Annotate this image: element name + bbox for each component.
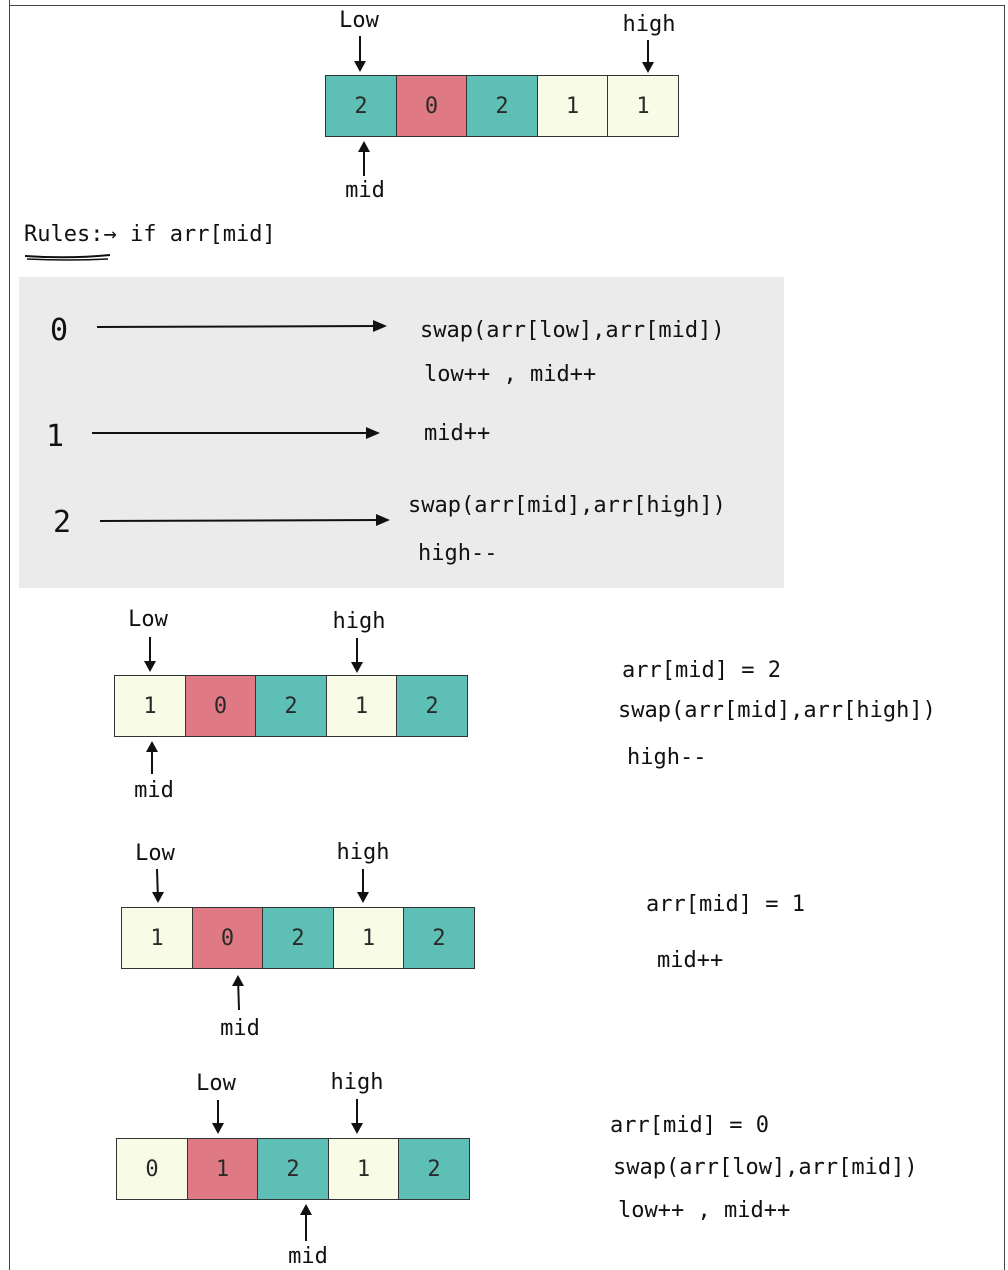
array-cell: 2 xyxy=(325,75,397,137)
rules-condition: if arr[mid] xyxy=(129,222,276,247)
array-cell: 1 xyxy=(327,1138,400,1200)
cell-value: 2 xyxy=(432,925,446,951)
rule-action-line: high-- xyxy=(418,541,498,566)
array-cell: 1 xyxy=(325,675,398,737)
array-cell: 2 xyxy=(466,75,538,137)
step-note-line: high-- xyxy=(627,745,707,770)
array-cell: 1 xyxy=(536,75,609,137)
high-arrow-icon xyxy=(351,1099,363,1134)
rule-action-line: low++ , mid++ xyxy=(424,362,597,387)
array-cell: 2 xyxy=(403,907,475,969)
low-arrow-icon xyxy=(152,868,164,903)
low-arrow-icon xyxy=(144,637,156,672)
rules-title: Rules: xyxy=(24,222,104,247)
cell-value: 0 xyxy=(145,1156,159,1182)
low-pointer-label: Low xyxy=(196,1071,236,1096)
rules-box: 0 swap(arr[low],arr[mid]) low++ , mid++ … xyxy=(19,277,784,588)
cell-value: 1 xyxy=(150,925,164,951)
array-cell: 0 xyxy=(395,75,468,137)
step-note-line: arr[mid] = 0 xyxy=(610,1113,769,1138)
cell-value: 2 xyxy=(495,93,509,119)
frame-right-border xyxy=(1004,5,1005,1270)
step-note-line: mid++ xyxy=(657,948,724,973)
rules-underline xyxy=(24,254,111,261)
cell-value: 2 xyxy=(427,1156,441,1182)
low-arrow-icon xyxy=(212,1100,224,1134)
high-pointer-label: high xyxy=(622,12,676,37)
step-2-array: 1 0 2 1 2 xyxy=(121,907,475,969)
mid-arrow-icon xyxy=(232,975,244,1011)
array-cell: 1 xyxy=(121,907,193,969)
array-cell: 2 xyxy=(255,675,327,737)
initial-array: 2 0 2 1 1 xyxy=(325,75,679,137)
array-cell: 0 xyxy=(191,907,264,969)
cell-value: 1 xyxy=(636,93,650,119)
array-cell: 2 xyxy=(262,907,334,969)
mid-arrow-icon xyxy=(300,1204,312,1241)
rule-arrow-icon xyxy=(96,320,387,332)
cell-value: 2 xyxy=(286,1156,300,1182)
rule-action-line: swap(arr[mid],arr[high]) xyxy=(408,493,726,518)
array-cell: 1 xyxy=(186,1138,259,1200)
step-note-line: arr[mid] = 2 xyxy=(622,658,781,683)
low-pointer-label: Low xyxy=(135,841,175,866)
cell-value: 1 xyxy=(361,925,376,951)
mid-arrow-icon xyxy=(146,741,158,774)
mid-pointer-label: mid xyxy=(288,1244,328,1269)
frame-top-border xyxy=(9,5,1005,6)
rule-key-2: 2 xyxy=(53,505,72,540)
step-3-array: 0 1 2 1 2 xyxy=(116,1138,470,1200)
rule-key-0: 0 xyxy=(50,313,69,348)
high-arrow-icon xyxy=(351,638,363,673)
mid-pointer-label: mid xyxy=(220,1016,260,1041)
step-note-line: swap(arr[low],arr[mid]) xyxy=(613,1155,918,1180)
cell-value: 2 xyxy=(291,925,305,951)
rule-arrow-icon xyxy=(92,427,380,439)
array-cell: 2 xyxy=(396,675,468,737)
cell-value: 2 xyxy=(425,693,439,719)
high-pointer-label: high xyxy=(332,609,386,634)
high-arrow-icon xyxy=(357,869,369,903)
high-arrow-icon xyxy=(642,40,654,73)
rule-action-line: swap(arr[low],arr[mid]) xyxy=(420,318,725,343)
cell-value: 0 xyxy=(213,693,228,719)
cell-value: 2 xyxy=(354,93,368,119)
step-1-array: 1 0 2 1 2 xyxy=(114,675,468,737)
step-note-line: arr[mid] = 1 xyxy=(646,892,805,917)
cell-value: 1 xyxy=(143,693,157,719)
low-pointer-label: Low xyxy=(339,8,379,33)
mid-arrow-icon xyxy=(358,141,370,176)
step-note-line: swap(arr[mid],arr[high]) xyxy=(618,698,936,723)
frame-left-border xyxy=(9,0,10,1270)
low-pointer-label: Low xyxy=(128,607,168,632)
array-cell: 2 xyxy=(398,1138,470,1200)
high-pointer-label: high xyxy=(330,1070,384,1095)
mid-pointer-label: mid xyxy=(134,778,174,803)
rules-heading: Rules:→ if arr[mid] xyxy=(24,222,276,247)
cell-value: 0 xyxy=(424,93,439,119)
rule-action-line: mid++ xyxy=(424,421,491,446)
cell-value: 0 xyxy=(220,925,235,951)
mid-pointer-label: mid xyxy=(345,178,385,203)
array-cell: 1 xyxy=(114,675,186,737)
high-pointer-label: high xyxy=(336,840,390,865)
array-cell: 1 xyxy=(607,75,679,137)
array-cell: 2 xyxy=(257,1138,329,1200)
cell-value: 1 xyxy=(354,693,369,719)
low-arrow-icon xyxy=(354,36,366,72)
array-cell: 0 xyxy=(116,1138,188,1200)
implies-arrow-icon: → xyxy=(103,222,117,247)
cell-value: 1 xyxy=(215,1156,230,1182)
rule-key-1: 1 xyxy=(46,419,65,454)
rule-arrow-icon xyxy=(99,514,390,526)
step-note-line: low++ , mid++ xyxy=(618,1198,791,1223)
array-cell: 0 xyxy=(184,675,257,737)
cell-value: 1 xyxy=(356,1156,371,1182)
cell-value: 1 xyxy=(565,93,580,119)
array-cell: 1 xyxy=(332,907,405,969)
cell-value: 2 xyxy=(284,693,298,719)
